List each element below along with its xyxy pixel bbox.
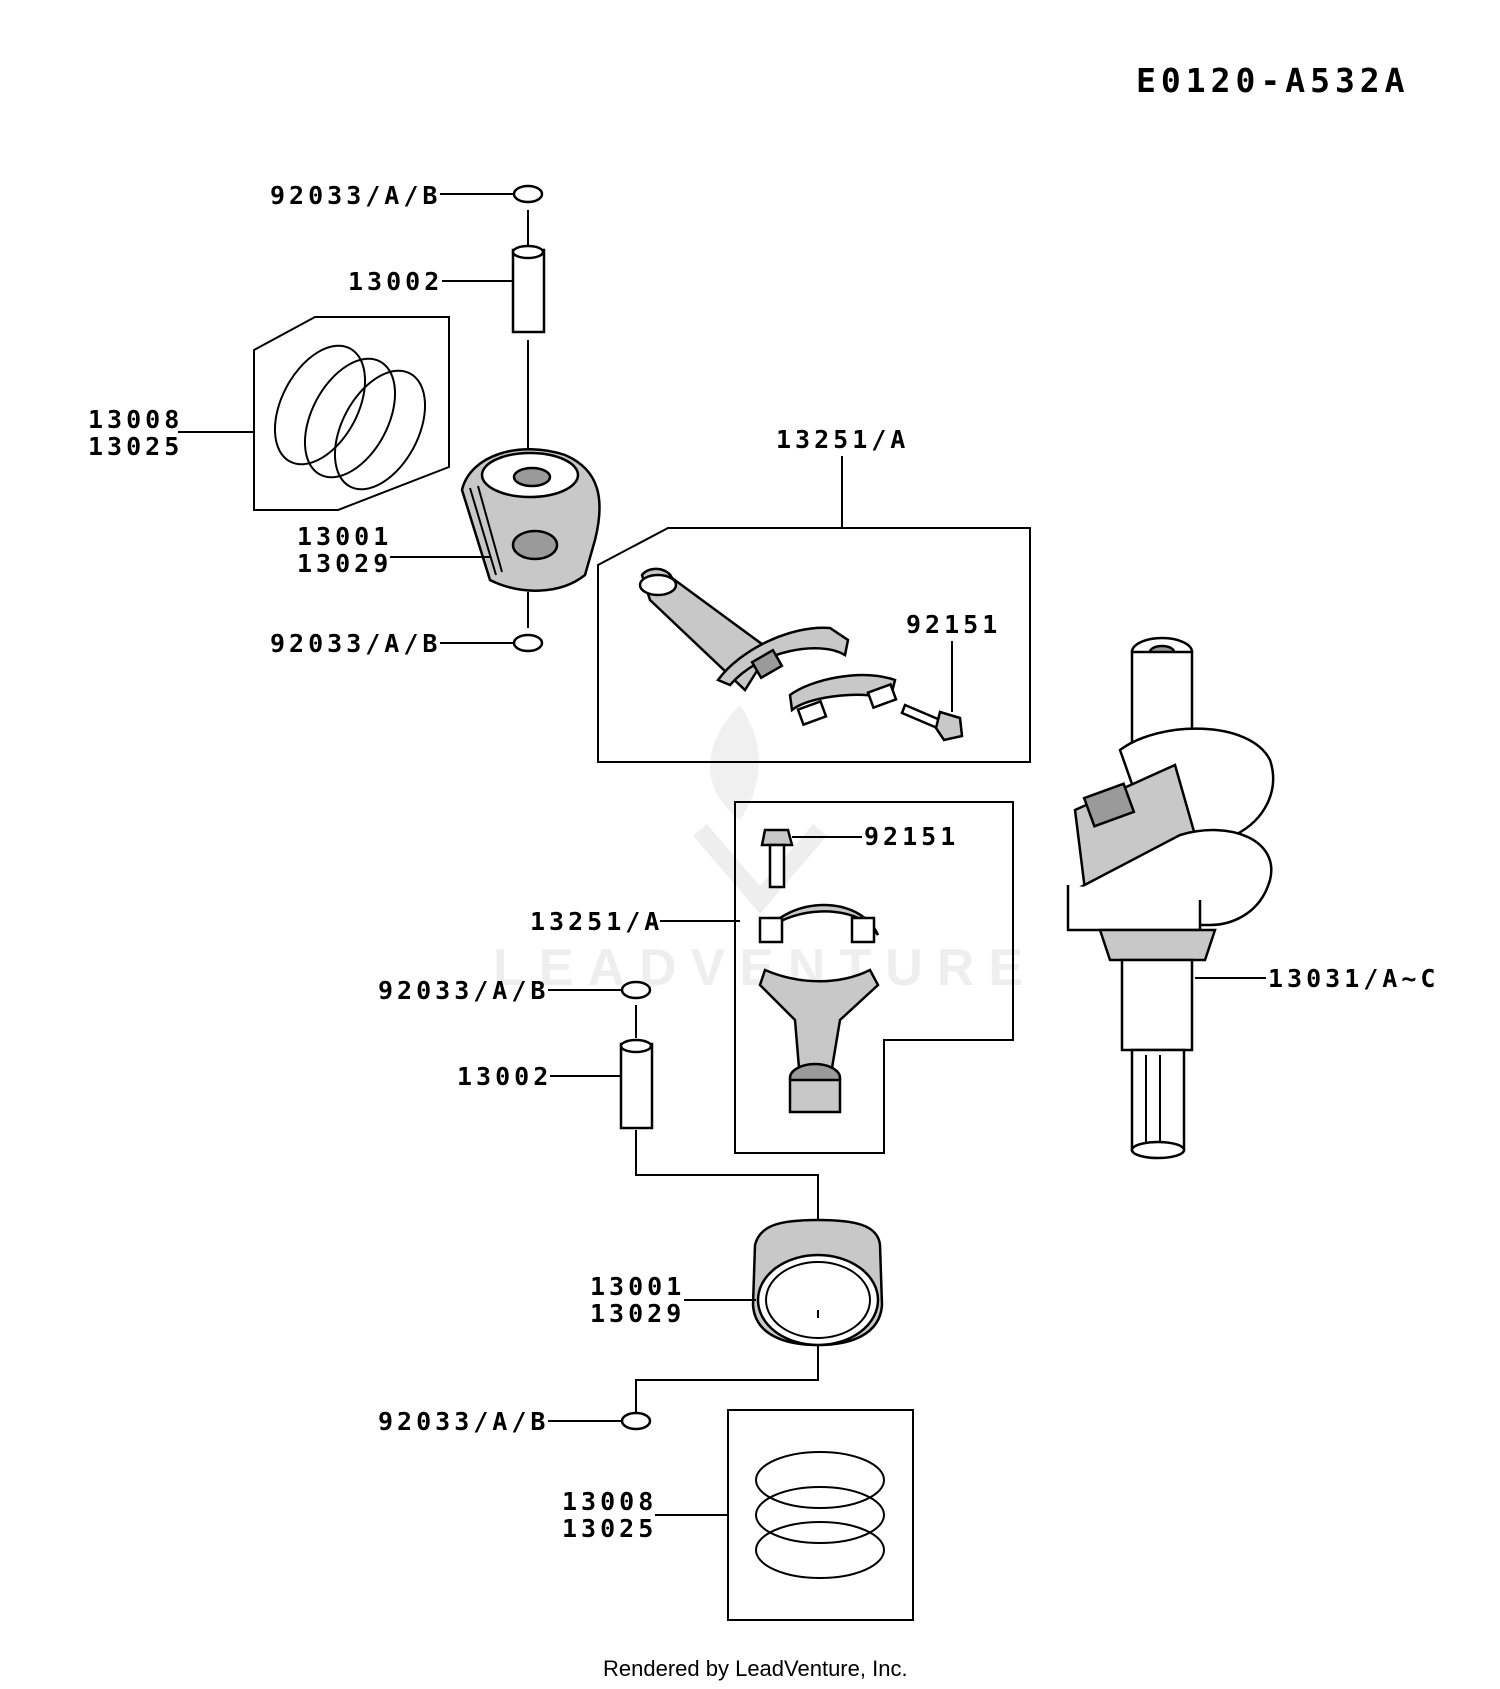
svg-text:92033/A/B: 92033/A/B — [270, 181, 441, 210]
svg-text:13025: 13025 — [88, 432, 183, 461]
callout-rings-2[interactable]: 13008 13025 — [562, 1487, 728, 1543]
callout-piston-1[interactable]: 13001 13029 — [297, 522, 490, 578]
piston-pin-clip-top-1 — [512, 184, 544, 204]
callout-clip-top-2[interactable]: 92033/A/B — [378, 976, 622, 1005]
footer-credit: Rendered by LeadVenture, Inc. — [603, 1656, 908, 1681]
connecting-rod-bolt-2 — [760, 828, 794, 889]
piston-pin-2 — [619, 1038, 654, 1130]
svg-text:13029: 13029 — [590, 1299, 685, 1328]
svg-text:13029: 13029 — [297, 549, 392, 578]
connecting-rod-box-1 — [597, 527, 1031, 763]
svg-text:13031/A~C: 13031/A~C — [1268, 964, 1439, 993]
watermark-text: LEADVENTURE — [493, 939, 1037, 997]
svg-text:92151: 92151 — [864, 822, 959, 851]
connecting-rod-2 — [758, 903, 880, 1114]
piston-pin-1 — [511, 244, 546, 334]
connecting-rod-bolt-1 — [900, 703, 964, 742]
svg-text:13008: 13008 — [88, 405, 183, 434]
diagram-id: E0120-A532A — [1136, 61, 1410, 100]
svg-text:92033/A/B: 92033/A/B — [378, 1407, 549, 1436]
svg-text:13001: 13001 — [590, 1272, 685, 1301]
crankshaft — [1066, 636, 1275, 1160]
callout-conrod-1[interactable]: 13251/A — [776, 425, 909, 528]
piston-pin-clip-top-2 — [620, 980, 652, 1000]
svg-text:13025: 13025 — [562, 1514, 657, 1543]
callout-clip-bottom-2[interactable]: 92033/A/B — [378, 1407, 622, 1436]
watermark: LEADVENTURE — [493, 705, 1037, 997]
svg-text:92033/A/B: 92033/A/B — [378, 976, 549, 1005]
piston-rings-box-2 — [727, 1409, 914, 1621]
callout-rings-1[interactable]: 13008 13025 — [88, 405, 254, 461]
svg-text:13001: 13001 — [297, 522, 392, 551]
callout-bolt-2[interactable]: 92151 — [792, 822, 959, 851]
piston-1 — [460, 447, 601, 592]
callout-clip-bottom-1[interactable]: 92033/A/B — [270, 629, 515, 658]
connecting-rod-box-2 — [734, 801, 1014, 1154]
callout-clip-top-1[interactable]: 92033/A/B — [270, 181, 515, 210]
callout-crankshaft[interactable]: 13031/A~C — [1195, 964, 1439, 993]
svg-text:92033/A/B: 92033/A/B — [270, 629, 441, 658]
piston-2 — [751, 1218, 884, 1347]
callout-piston-2[interactable]: 13001 13029 — [590, 1272, 756, 1328]
svg-text:92151: 92151 — [906, 610, 1001, 639]
svg-text:13251/A: 13251/A — [776, 425, 909, 454]
piston-rings-box-1 — [253, 316, 450, 511]
callout-bolt-1[interactable]: 92151 — [906, 610, 1001, 712]
svg-text:13002: 13002 — [348, 267, 443, 296]
svg-text:13002: 13002 — [457, 1062, 552, 1091]
callout-conrod-2[interactable]: 13251/A — [530, 907, 740, 936]
svg-text:13251/A: 13251/A — [530, 907, 663, 936]
callout-pin-2[interactable]: 13002 — [457, 1062, 620, 1091]
piston-pin-clip-bottom-2 — [620, 1411, 652, 1431]
callout-pin-1[interactable]: 13002 — [348, 267, 512, 296]
svg-text:13008: 13008 — [562, 1487, 657, 1516]
piston-pin-clip-bottom-1 — [512, 633, 544, 653]
